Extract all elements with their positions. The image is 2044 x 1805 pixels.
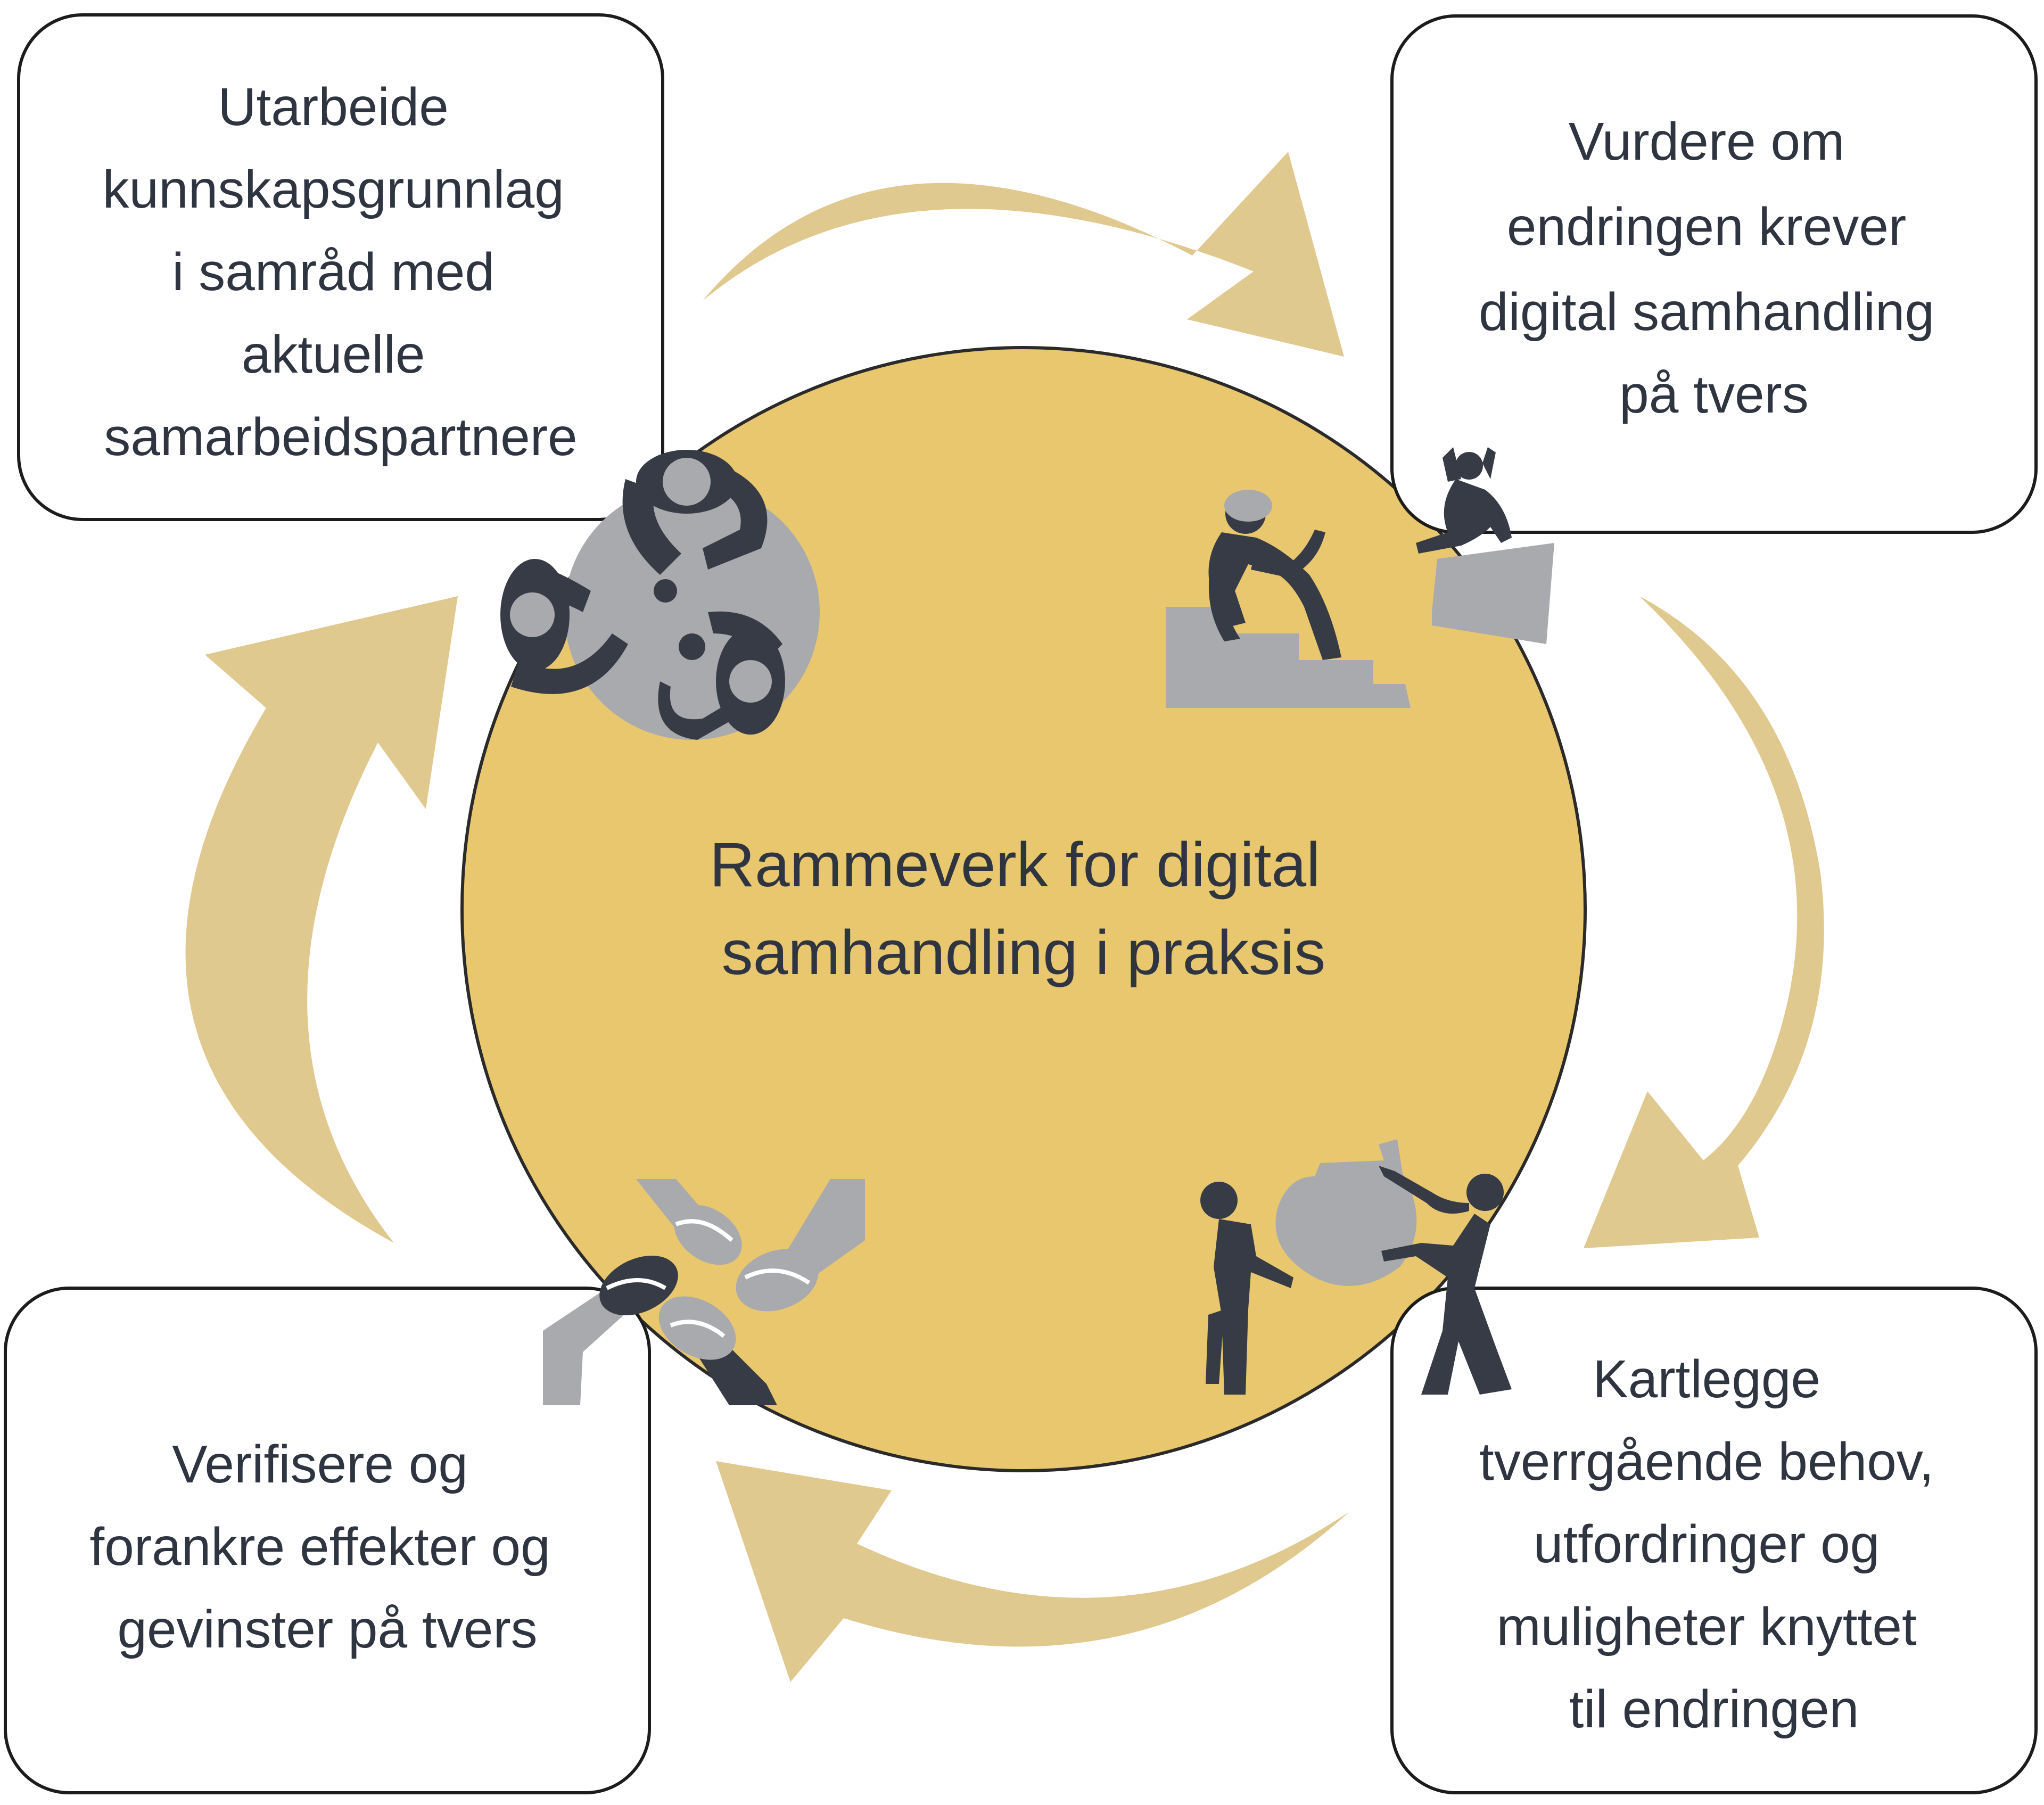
- step-2-text: Vurdere om endringen krever digital samh…: [1479, 112, 1949, 424]
- step-4-line: forankre effekter og: [89, 1517, 550, 1577]
- cycle-arrows: [185, 152, 1824, 1682]
- arrow-top: [703, 152, 1344, 357]
- step-1-line: samarbeidspartnere: [104, 407, 577, 467]
- step-2-line: digital samhandling: [1479, 282, 1934, 342]
- step-box-3: Kartlegge tverrgående behov, utfordringe…: [1390, 1287, 2038, 1794]
- step-3-line: tverrgående behov,: [1479, 1432, 1934, 1491]
- step-box-2: Vurdere om endringen krever digital samh…: [1390, 14, 2038, 534]
- step-4-line: Verifisere og: [172, 1435, 468, 1494]
- step-2-line: Vurdere om: [1569, 112, 1845, 171]
- step-1-line: Utarbeide: [218, 77, 449, 137]
- step-3-line: til endringen: [1569, 1679, 1859, 1739]
- center-title-line-1: Rammeverk for digital: [710, 830, 1321, 900]
- step-1-line: i samråd med: [172, 242, 494, 302]
- step-1-line: aktuelle: [242, 325, 425, 384]
- step-3-line: utfordringer og: [1534, 1514, 1880, 1574]
- step-4-line: gevinster på tvers: [117, 1600, 537, 1659]
- people-carrying-shape-illustration: [1200, 1139, 1512, 1395]
- step-3-line: muligheter knyttet: [1496, 1597, 1916, 1656]
- step-2-line: på tvers: [1619, 365, 1809, 424]
- step-1-text: Utarbeide kunnskapsgrunnlag i samråd med…: [102, 77, 579, 467]
- linked-hands-illustration: [543, 1179, 865, 1405]
- arrow-right: [1584, 596, 1824, 1248]
- step-4-text: Verifisere og forankre effekter og gevin…: [89, 1435, 565, 1659]
- people-collaborating-illustration: [500, 450, 820, 740]
- center-title-line-2: samhandling i praksis: [722, 918, 1326, 988]
- center-title: Rammeverk for digital samhandling i prak…: [710, 830, 1338, 988]
- step-3-line: Kartlegge: [1593, 1349, 1820, 1409]
- step-1-line: kunnskapsgrunnlag: [102, 160, 564, 219]
- arrow-bottom: [716, 1461, 1349, 1682]
- person-sitting-on-stairs-illustration: [1166, 447, 1554, 708]
- arrow-left: [185, 596, 458, 1243]
- step-2-line: endringen krever: [1507, 197, 1906, 257]
- step-box-4: Verifisere og forankre effekter og gevin…: [4, 1287, 651, 1794]
- step-3-text: Kartlegge tverrgående behov, utfordringe…: [1479, 1349, 1949, 1739]
- step-box-1: Utarbeide kunnskapsgrunnlag i samråd med…: [17, 13, 664, 521]
